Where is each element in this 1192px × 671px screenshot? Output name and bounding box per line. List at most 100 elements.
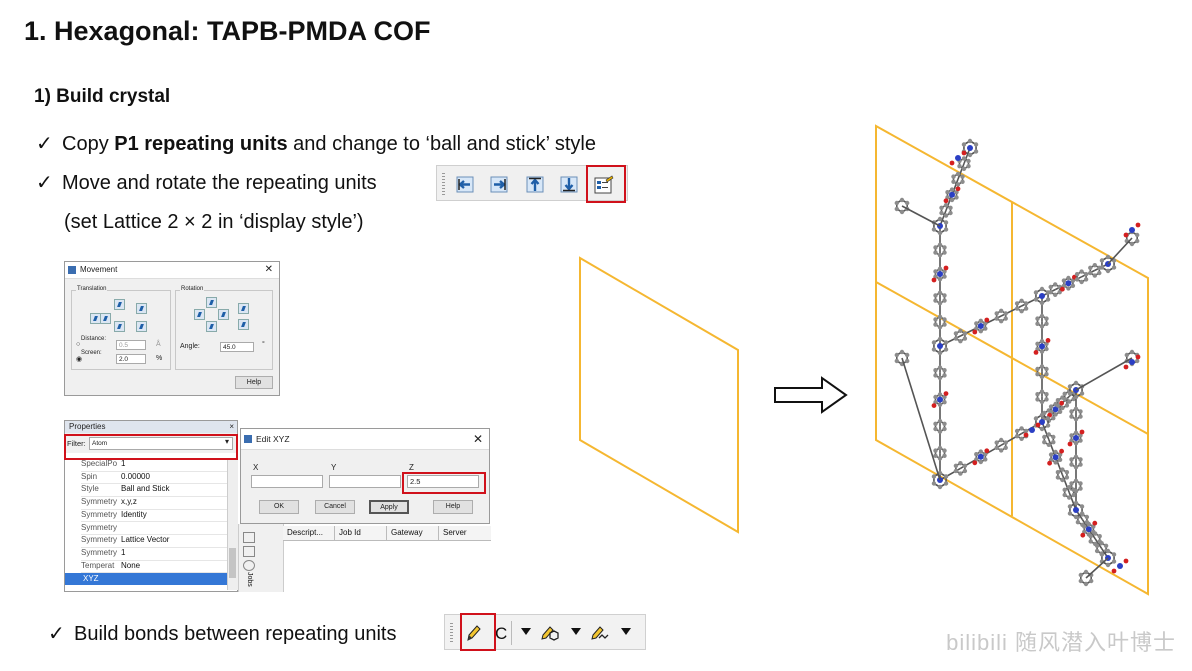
toolbar-grip[interactable] [442, 173, 445, 195]
filter-select[interactable]: Atom [89, 437, 233, 450]
chain-sketch-icon[interactable] [589, 623, 611, 643]
bond [1061, 474, 1070, 493]
property-value: x,y,z [121, 497, 137, 507]
atom [937, 445, 943, 451]
rotate-cw-icon[interactable] [238, 303, 249, 314]
atom [1055, 475, 1061, 480]
jobs-tab[interactable]: Jobs [246, 572, 253, 587]
cancel-button[interactable]: Cancel [315, 500, 355, 514]
rotate-down-icon[interactable] [206, 321, 217, 332]
atom [994, 445, 999, 450]
ok-button[interactable]: OK [259, 500, 299, 514]
column-job-id[interactable]: Job Id [335, 526, 387, 540]
translate-in-icon[interactable] [136, 303, 147, 314]
distance-field[interactable]: 0.5 [116, 340, 146, 350]
chevron-down-icon[interactable] [571, 628, 581, 635]
column-gateway[interactable]: Gateway [387, 526, 439, 540]
atom [1067, 384, 1073, 389]
atom [1045, 416, 1051, 421]
ring-sketch-icon[interactable] [539, 623, 561, 643]
atom [1079, 391, 1085, 396]
pencil-icon[interactable] [463, 623, 483, 643]
atom [933, 322, 938, 327]
atom [1048, 452, 1054, 457]
y-field[interactable] [329, 475, 401, 488]
atom [1003, 445, 1008, 450]
property-row[interactable]: Symmetry [81, 522, 227, 536]
atom [1078, 486, 1083, 491]
atom [1105, 562, 1111, 568]
close-icon[interactable]: ✕ [264, 264, 273, 275]
chevron-down-icon[interactable] [521, 628, 531, 635]
atom [1129, 359, 1135, 365]
job-tool-icon[interactable] [243, 546, 255, 557]
element-c-label[interactable]: C [495, 624, 508, 643]
translate-right-icon[interactable] [100, 313, 111, 324]
x-field[interactable] [251, 475, 323, 488]
scrollbar-thumb[interactable] [229, 548, 236, 578]
column-description[interactable]: Descript... [283, 526, 335, 540]
atom [1088, 534, 1093, 539]
move-down-icon[interactable] [559, 175, 579, 194]
atom [933, 394, 938, 400]
translate-out-icon[interactable] [136, 321, 147, 332]
rotate-right-icon[interactable] [218, 309, 229, 320]
job-tool-icon[interactable] [243, 560, 255, 571]
atom [955, 171, 961, 177]
column-server[interactable]: Server [443, 528, 467, 537]
job-tool-icon[interactable] [243, 532, 255, 543]
distance-radio[interactable]: ○ Distance: [76, 336, 108, 348]
close-icon[interactable]: ✕ [472, 432, 483, 446]
atom [1060, 467, 1065, 472]
toolbar-grip[interactable] [450, 623, 453, 643]
properties-scrollbar[interactable] [227, 458, 238, 590]
translate-up-icon[interactable] [114, 299, 125, 310]
property-name: Style [81, 484, 99, 494]
atom [1045, 338, 1051, 343]
atom [948, 205, 953, 210]
atom [1039, 293, 1045, 299]
angle-unit: ° [262, 341, 265, 348]
bond [1107, 237, 1133, 265]
atom [1073, 441, 1079, 446]
move-left-icon[interactable] [455, 175, 475, 194]
help-button[interactable]: Help [235, 376, 273, 389]
chevron-down-icon[interactable] [621, 628, 631, 635]
atom [943, 213, 949, 218]
translate-down-icon[interactable] [114, 321, 125, 332]
movement-dialog-icon[interactable] [593, 174, 615, 195]
rotate-left-icon[interactable] [194, 309, 205, 320]
atom [1048, 284, 1053, 290]
close-icon[interactable]: × [229, 422, 234, 431]
screen-field[interactable]: 2.0 [116, 354, 146, 364]
atom [1044, 392, 1049, 397]
help-button[interactable]: Help [433, 500, 473, 514]
rotate-ccw-icon[interactable] [238, 319, 249, 330]
atom [937, 429, 943, 434]
xyz-row[interactable]: XYZ [65, 573, 227, 585]
atom [955, 186, 961, 192]
chevron-down-icon[interactable]: ▾ [225, 437, 230, 446]
atom [1066, 275, 1071, 281]
atom [994, 440, 999, 445]
apply-button[interactable]: Apply [369, 500, 409, 514]
move-right-icon[interactable] [489, 175, 509, 194]
filter-label: Filter: [67, 439, 86, 448]
move-up-icon[interactable] [525, 175, 545, 194]
atom [1073, 406, 1079, 411]
angle-field[interactable]: 45.0 [220, 342, 254, 352]
atom [1088, 270, 1093, 276]
rotate-up-icon[interactable] [206, 297, 217, 308]
screen-radio[interactable]: ◉ Screen: [76, 350, 103, 363]
dialog-titlebar: Edit XYZ✕ [241, 429, 489, 450]
z-field[interactable]: 2.5 [407, 475, 479, 488]
atom [967, 145, 973, 151]
